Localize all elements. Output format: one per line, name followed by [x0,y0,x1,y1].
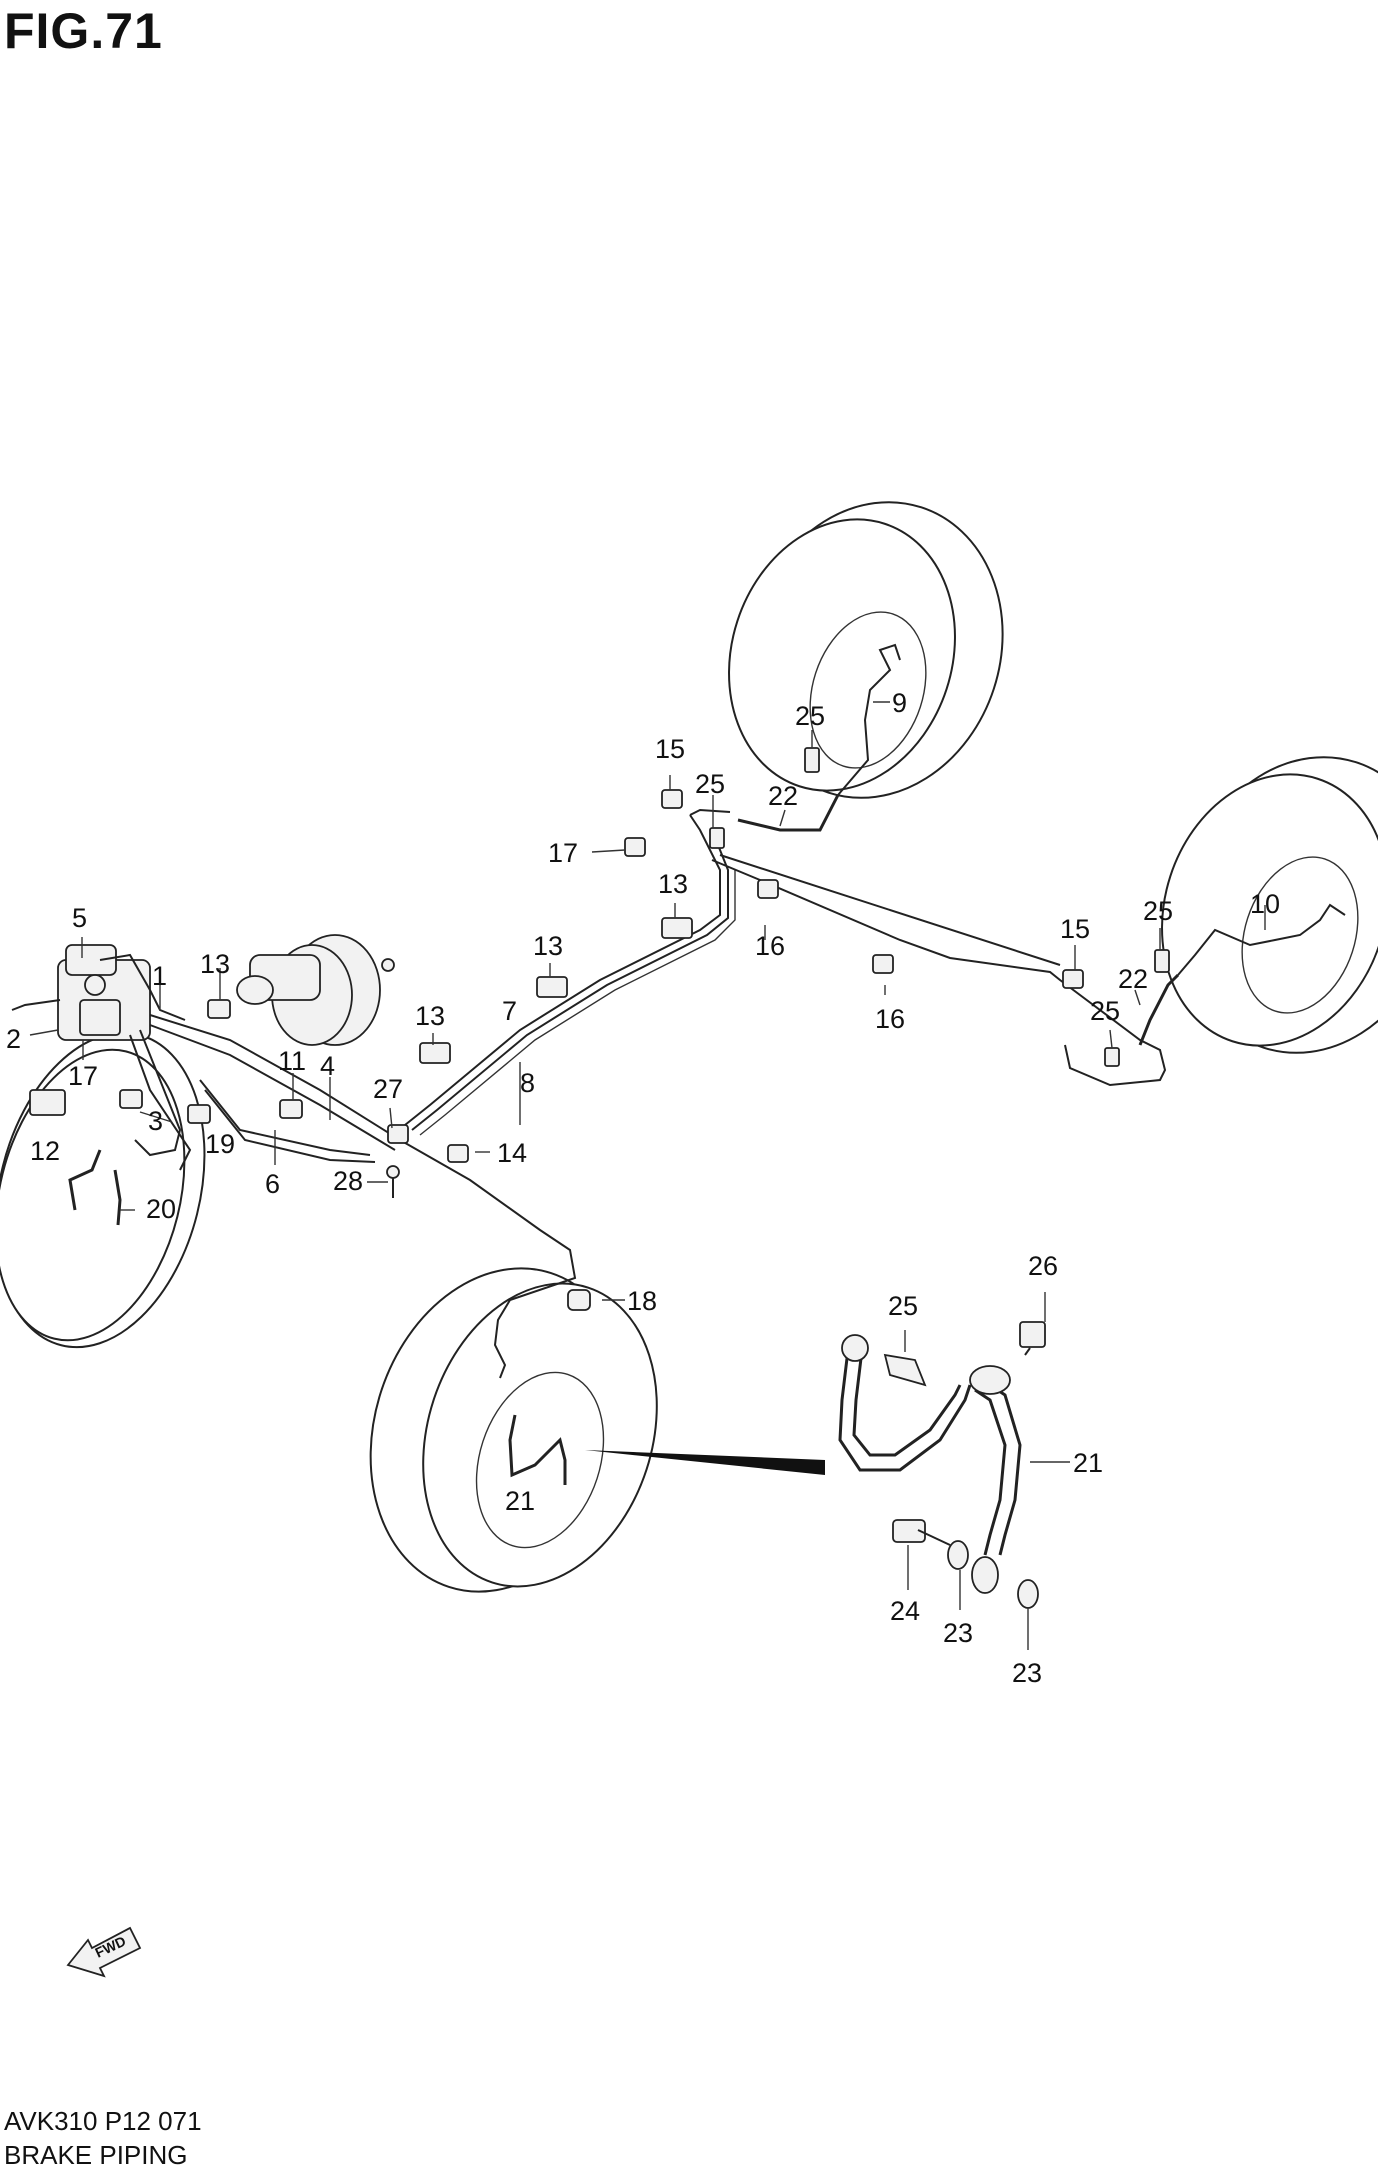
part-label: 13 [415,1001,445,1031]
part-labels: 5 2 1 17 3 12 19 20 13 11 4 6 27 28 13 1… [6,688,1280,1688]
part-label: 9 [892,688,907,718]
figure-name: BRAKE PIPING [4,2140,188,2170]
part-label: 12 [30,1136,60,1166]
part-label: 13 [658,869,688,899]
part-label: 20 [146,1194,176,1224]
part-label: 14 [497,1138,527,1168]
figure-title: FIG.71 [4,3,163,59]
part-label: 25 [695,769,725,799]
part-label: 23 [1012,1658,1042,1688]
part-label: 25 [795,701,825,731]
leader-lines [29,701,1266,1650]
part-label: 17 [548,838,578,868]
part-label: 11 [278,1046,306,1076]
part-label: 27 [373,1074,403,1104]
part-label: 25 [888,1291,918,1321]
part-label: 25 [1090,996,1120,1026]
part-label: 6 [265,1169,280,1199]
part-label: 5 [72,903,87,933]
part-label: 21 [505,1486,535,1516]
part-label: 28 [333,1166,363,1196]
part-label: 21 [1073,1448,1103,1478]
clamps [29,747,1170,1311]
part-label: 19 [205,1129,235,1159]
front-right-wheel [369,1267,658,1593]
hose-detail-21 [585,1321,1046,1609]
part-label: 15 [1060,914,1090,944]
figure-code: AVK310 P12 071 [4,2106,202,2136]
part-label: 15 [655,734,685,764]
part-label: 25 [1143,896,1173,926]
part-label: 16 [755,931,785,961]
part-label: 1 [152,961,167,991]
rear-left-wheel [1161,756,1378,1054]
brake-pipes [99,808,1167,1379]
rear-right-wheel [728,501,1004,799]
part-label: 26 [1028,1251,1058,1281]
part-label: 8 [520,1068,535,1098]
part-label: 17 [68,1061,98,1091]
part-label: 22 [1118,964,1148,994]
part-label: 24 [890,1596,920,1626]
part-label: 16 [875,1004,905,1034]
part-label: 22 [768,781,798,811]
fwd-arrow-icon: FWD [66,1926,142,1978]
part-label: 4 [320,1051,335,1081]
part-label: 7 [502,996,517,1026]
abs-hydraulic-unit [11,944,151,1041]
part-label: 13 [200,949,230,979]
part-label: 3 [148,1106,163,1136]
part-label: 23 [943,1618,973,1648]
part-label: 18 [627,1286,657,1316]
part-label: 10 [1250,889,1280,919]
brake-hoses [68,643,1346,1485]
master-cylinder-booster [236,934,395,1046]
part-label: 2 [6,1024,21,1054]
part-label: 13 [533,931,563,961]
